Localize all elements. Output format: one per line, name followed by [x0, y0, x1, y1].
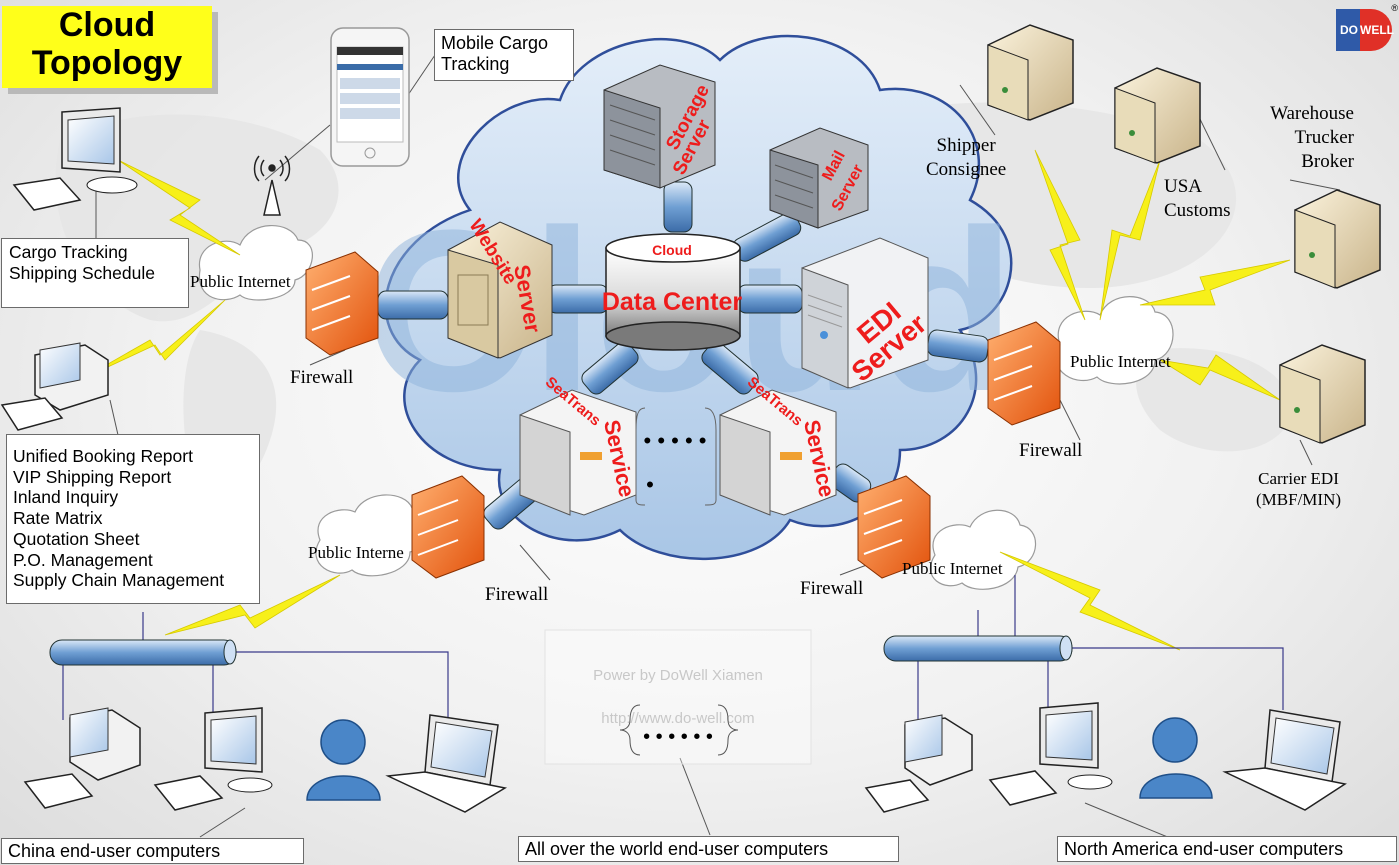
- na-user-icon: [1139, 717, 1213, 799]
- mobile-cargo-label: Mobile Cargo Tracking: [434, 29, 574, 81]
- firewall-label-right: Firewall: [1019, 440, 1083, 461]
- world-users-dots: • • • • • •: [643, 726, 713, 748]
- warehouse-label-line-2: Trucker: [1294, 127, 1354, 148]
- na-laptop-icon: [1222, 709, 1347, 811]
- internet-cloud-topleft: [198, 225, 313, 301]
- diagram-title: Cloud Topology: [2, 6, 212, 88]
- shipper-server-icon: [987, 24, 1074, 121]
- shipping-schedule-item: Shipping Schedule: [9, 263, 155, 283]
- mail-server-icon: [769, 127, 869, 229]
- public-internet-label-right: Public Internet: [1070, 352, 1171, 371]
- north-america-users-caption: North America end-user computers: [1057, 836, 1397, 862]
- shipper-label-line-2: Consignee: [926, 159, 1007, 180]
- antenna-icon: [253, 155, 291, 216]
- china-laptop-icon: [385, 714, 508, 813]
- public-internet-label-bottomleft: Public Interne: [308, 543, 404, 562]
- desktop-computer-top-left: [12, 107, 138, 211]
- dowell-logo: DO WELL ®: [1336, 3, 1398, 51]
- edi-server-icon: [801, 237, 929, 389]
- report-item: Supply Chain Management: [13, 570, 225, 591]
- lan-bus-china: [49, 639, 237, 666]
- report-item: Unified Booking Report: [13, 446, 193, 466]
- firewall-topleft: [305, 251, 379, 356]
- datacenter-top-label: Cloud: [652, 242, 692, 258]
- warehouse-label-line-1: Warehouse: [1270, 103, 1354, 124]
- lan-bus-north-america: [883, 635, 1073, 662]
- storage-server-icon: [603, 64, 716, 189]
- mobile-label-line-2: Tracking: [441, 54, 510, 74]
- shipper-consignee-label: Shipper Consignee: [926, 134, 1006, 182]
- seatrans-service-icon-b: [719, 389, 837, 516]
- mobile-label-line-1: Mobile Cargo: [441, 33, 549, 53]
- connector-lines: [95, 54, 1341, 839]
- china-monitor-2: [153, 707, 273, 811]
- usa-customs-label: USA Customs: [1164, 175, 1231, 223]
- firewall-label-bottomleft: Firewall: [485, 584, 549, 605]
- firewall-label-topleft: Firewall: [290, 367, 354, 388]
- powered-by-text: Power by DoWell Xiamen: [593, 667, 763, 684]
- warehouse-trucker-broker-label: Warehouse Trucker Broker: [1240, 102, 1354, 174]
- carrier-label-line-2: (MBF/MIN): [1256, 490, 1342, 509]
- cargo-tracking-box: Cargo Tracking Shipping Schedule: [1, 238, 189, 308]
- services-dot-single: •: [646, 472, 654, 497]
- warehouse-server-icon: [1294, 189, 1381, 289]
- report-item: Rate Matrix: [13, 508, 103, 529]
- public-internet-label-bottomright: Public Internet: [902, 559, 1003, 578]
- china-user-icon: [306, 719, 381, 801]
- china-desktop-1: [23, 707, 141, 809]
- carrier-label-line-1: Carrier EDI: [1258, 469, 1339, 488]
- desktop-computer-mid-left: [0, 342, 109, 431]
- usa-label-line-2: Customs: [1164, 200, 1231, 221]
- na-monitor-2: [988, 702, 1113, 806]
- lightning-links: [79, 149, 1291, 651]
- services-dots-row: • • • • •: [644, 428, 707, 453]
- internet-cloud-bottomleft: [315, 494, 429, 577]
- seatrans-service-icon-a: [519, 389, 637, 516]
- world-brace-right: [717, 704, 739, 756]
- brace-left: [635, 407, 646, 506]
- report-item: Inland Inquiry: [13, 487, 119, 508]
- cloud-pipes: [377, 181, 989, 530]
- shipper-label-line-1: Shipper: [936, 135, 996, 156]
- china-users-caption: China end-user computers: [1, 838, 304, 864]
- logo-do: DO: [1336, 9, 1362, 51]
- report-item: P.O. Management: [13, 549, 153, 570]
- firewall-label-bottomright: Firewall: [800, 578, 864, 599]
- carrier-edi-label: Carrier EDI (MBF/MIN): [1256, 468, 1341, 510]
- internet-cloud-right: [1055, 296, 1174, 385]
- datacenter-label: Data Center: [602, 288, 743, 316]
- reports-box: Unified Booking Report VIP Shipping Repo…: [6, 434, 260, 604]
- warehouse-label-line-3: Broker: [1301, 151, 1354, 172]
- firewall-bottomright: [857, 475, 931, 579]
- report-item: Quotation Sheet: [13, 528, 140, 549]
- logo-well: WELL: [1360, 9, 1394, 51]
- world-brace-left: [619, 704, 641, 756]
- powered-by-url: http://www.do-well.com: [601, 710, 754, 727]
- public-internet-label-topleft: Public Internet: [190, 272, 291, 291]
- title-line-2: Topology: [31, 44, 183, 82]
- brace-right: [704, 407, 717, 506]
- world-users-caption: All over the world end-user computers: [518, 836, 899, 862]
- title-line-1: Cloud: [58, 6, 156, 44]
- powered-by-box: [544, 629, 812, 765]
- data-center-icon: [605, 233, 741, 351]
- logo-registered: ®: [1391, 3, 1398, 13]
- carrier-edi-server-icon: [1279, 344, 1366, 444]
- website-server-icon: [447, 221, 553, 359]
- internet-cloud-bottomright: [929, 509, 1037, 590]
- firewall-right: [987, 321, 1061, 426]
- internet-clouds: [198, 225, 1174, 590]
- report-item: VIP Shipping Report: [13, 466, 172, 487]
- usa-customs-server-icon: [1114, 67, 1201, 164]
- mobile-phone-icon: [330, 27, 410, 167]
- na-desktop-1: [864, 714, 973, 813]
- firewall-bottomleft: [411, 475, 485, 579]
- cargo-tracking-item: Cargo Tracking: [9, 242, 128, 262]
- usa-label-line-1: USA: [1164, 176, 1203, 197]
